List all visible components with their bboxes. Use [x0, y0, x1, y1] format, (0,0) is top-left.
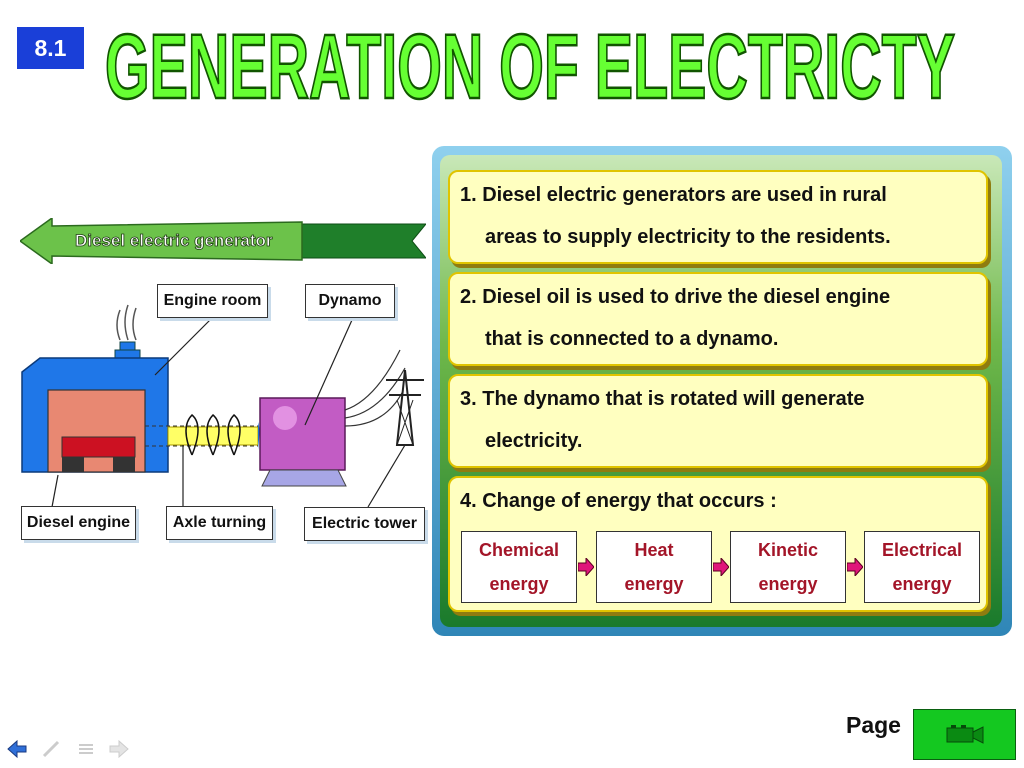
energy-heat-bottom: energy [624, 574, 684, 594]
page-title-text: GENERATION OF ELECTRICTY [105, 16, 955, 110]
page-title: GENERATION OF ELECTRICTY [104, 15, 956, 110]
note-4-line-1: 4. Change of energy that occurs : [460, 490, 777, 512]
note-2-line-1: 2. Diesel oil is used to drive the diese… [460, 286, 891, 308]
note-2: 2. Diesel oil is used to drive the diese… [448, 272, 988, 366]
section-badge: 8.1 [17, 27, 84, 69]
label-dynamo: Dynamo [305, 284, 395, 318]
note-3-line-2: electricity. [485, 430, 583, 452]
energy-kinetic-top: Kinetic [757, 540, 818, 560]
page-button[interactable] [913, 709, 1016, 760]
note-2-line-2: that is connected to a dynamo. [485, 328, 779, 350]
film-camera-icon [946, 724, 983, 744]
back-arrow-icon[interactable] [6, 738, 28, 760]
banner-label: Diesel electric generator [75, 231, 273, 250]
diagram-banner: Diesel electric generator [20, 218, 426, 264]
forward-arrow-icon[interactable] [108, 738, 130, 760]
energy-box-heat: Heat energy [596, 531, 712, 603]
arrow-right-icon [578, 558, 594, 576]
label-engine-room: Engine room [157, 284, 268, 318]
note-3-line-1: 3. The dynamo that is rotated will gener… [460, 388, 865, 410]
arrow-right-icon [847, 558, 863, 576]
energy-heat-top: Heat [634, 540, 674, 560]
energy-electrical-bottom: energy [892, 574, 952, 594]
energy-electrical-top: Electrical [881, 540, 963, 560]
note-1-line-2: areas to supply electricity to the resid… [485, 226, 891, 248]
arrow-right-icon [713, 558, 729, 576]
energy-chemical-bottom: energy [489, 574, 549, 594]
generator-diagram [21, 304, 424, 508]
page-label: Page [846, 712, 901, 738]
label-diesel-engine: Diesel engine [21, 506, 136, 540]
note-1: 1. Diesel electric generators are used i… [448, 170, 988, 264]
energy-box-kinetic: Kinetic energy [730, 531, 846, 603]
menu-icon[interactable] [75, 738, 97, 760]
label-electric-tower: Electric tower [304, 507, 425, 541]
energy-box-electrical: Electrical energy [864, 531, 980, 603]
energy-box-chemical: Chemical energy [461, 531, 577, 603]
pen-icon[interactable] [40, 738, 62, 760]
note-1-line-1: 1. Diesel electric generators are used i… [460, 184, 887, 206]
energy-kinetic-bottom: energy [758, 574, 818, 594]
note-3: 3. The dynamo that is rotated will gener… [448, 374, 988, 468]
energy-chemical-top: Chemical [478, 540, 560, 560]
label-axle-turning: Axle turning [166, 506, 273, 540]
